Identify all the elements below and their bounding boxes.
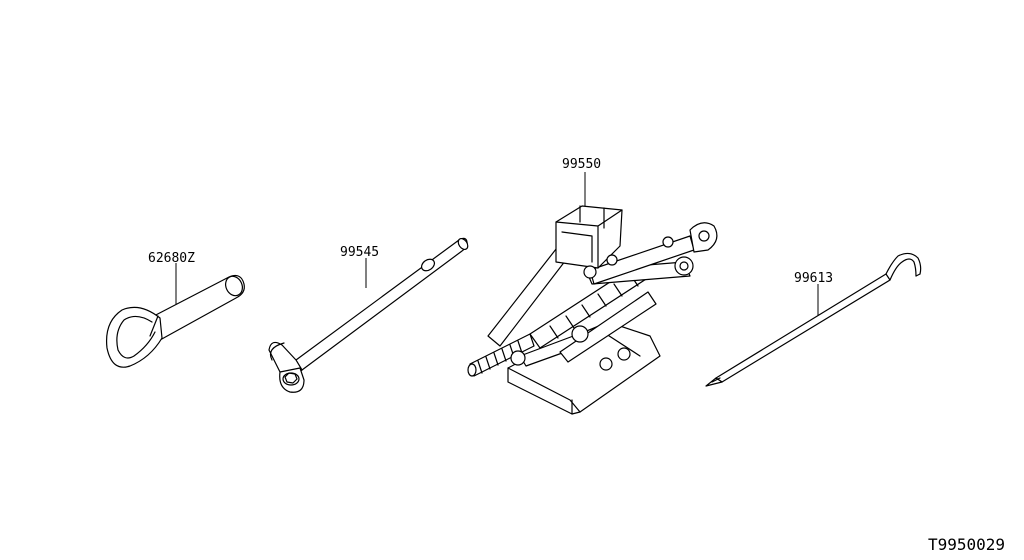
tow-hook-part-number: 62680Z: [148, 251, 195, 266]
wheel-wrench-part-number: 99545: [340, 245, 379, 260]
jack-drawing: [467, 172, 718, 415]
wheel-wrench-drawing: [268, 237, 469, 393]
diagram-code: T9950029: [928, 535, 1005, 554]
jack-handle-drawing: [705, 252, 922, 387]
tow-hook-drawing: [105, 263, 245, 368]
jack-part-number: 99550: [562, 157, 601, 172]
jack-handle-part-number: 99613: [794, 271, 833, 286]
